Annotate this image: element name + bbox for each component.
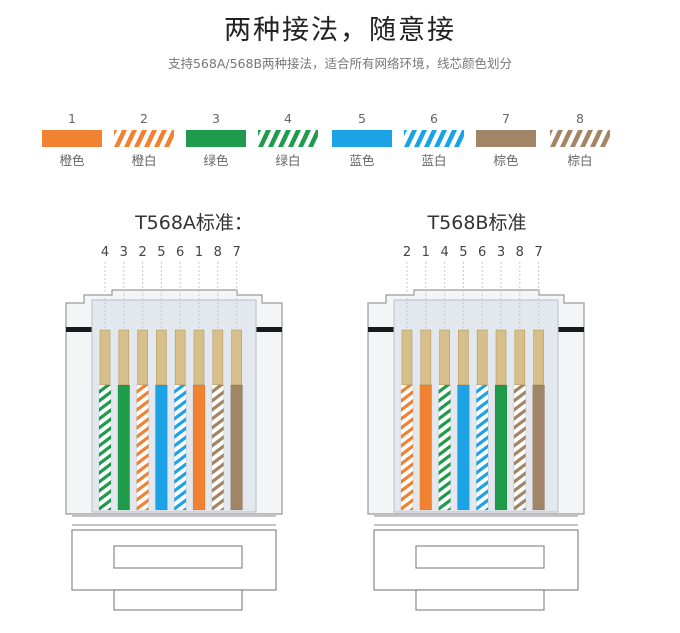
pin-number: 2	[138, 245, 146, 260]
wire-3	[495, 385, 507, 510]
wire-5	[155, 385, 168, 510]
legend-name: 绿白	[275, 153, 301, 168]
pin-number: 4	[440, 245, 448, 260]
pin-number: 3	[120, 245, 128, 260]
plug-tail	[113, 589, 243, 611]
pin-number: 1	[422, 245, 430, 260]
wire-6	[476, 385, 489, 510]
pin-contact	[137, 329, 148, 386]
legend-name: 绿色	[203, 153, 229, 168]
legend-item-5: 5 蓝色	[322, 110, 402, 169]
legend-name: 橙白	[131, 153, 157, 168]
legend-name: 棕白	[567, 153, 593, 168]
wire-8	[211, 385, 224, 510]
pin-number: 4	[101, 245, 109, 260]
legend-swatch	[550, 130, 610, 147]
legend-item-7: 7 棕色	[466, 110, 546, 169]
legend-item-4: 4 绿白	[248, 110, 328, 169]
pin-number: 3	[497, 245, 505, 260]
pin-contact	[99, 329, 111, 386]
legend-name: 蓝色	[349, 153, 375, 168]
legend-swatch	[476, 130, 536, 147]
legend-swatch	[332, 130, 392, 147]
pin-number: 7	[534, 245, 542, 260]
wire-color-legend: 1 橙色 2 橙白 3 绿色 4 绿白 5 蓝色 6 蓝白 7 棕色 8 棕白	[0, 110, 680, 180]
legend-item-6: 6 蓝白	[394, 110, 474, 169]
plug-latch-slot	[113, 545, 243, 569]
legend-number: 1	[68, 111, 76, 126]
wire-3	[117, 385, 130, 510]
legend-name: 橙色	[59, 153, 85, 168]
pin-number: 2	[403, 245, 411, 260]
pin-contact	[212, 329, 224, 386]
wire-2	[401, 385, 413, 510]
wire-6	[174, 385, 187, 510]
pin-contact	[174, 329, 186, 386]
wire-1	[419, 385, 432, 510]
pin-contact	[514, 329, 526, 386]
t568a-title: T568A标准：	[135, 212, 253, 234]
pin-contact	[118, 329, 130, 386]
legend-number: 4	[284, 111, 292, 126]
pin-number: 8	[214, 245, 222, 260]
pin-number: 5	[459, 245, 467, 260]
legend-number: 6	[430, 111, 438, 126]
wire-7	[230, 385, 243, 510]
legend-number: 8	[576, 111, 584, 126]
legend-name: 蓝白	[421, 153, 447, 168]
pin-contact	[476, 329, 488, 386]
legend-number: 7	[502, 111, 510, 126]
wire-8	[513, 385, 526, 510]
wire-7	[532, 385, 545, 510]
legend-swatch	[258, 130, 318, 147]
plug-tail	[415, 589, 545, 611]
wire-5	[457, 385, 470, 510]
legend-number: 3	[212, 111, 220, 126]
legend-swatch	[42, 130, 102, 147]
pin-number: 1	[195, 245, 203, 260]
pin-contact	[231, 329, 242, 386]
plug-latch-slot	[415, 545, 545, 569]
wire-4	[438, 385, 451, 510]
pin-contact	[156, 329, 167, 386]
pin-contact	[458, 329, 469, 386]
wire-1	[193, 385, 205, 510]
pin-number: 6	[478, 245, 486, 260]
legend-swatch	[186, 130, 246, 147]
pin-contact	[401, 329, 413, 386]
legend-item-2: 2 橙白	[104, 110, 184, 169]
legend-item-3: 3 绿色	[176, 110, 256, 169]
pin-number: 7	[232, 245, 240, 260]
pin-contact	[533, 329, 544, 386]
legend-item-1: 1 橙色	[32, 110, 112, 169]
page-subtitle: 支持568A/568B两种接法，适合所有网络环境，线芯颜色划分	[167, 56, 513, 71]
legend-name: 棕色	[493, 153, 519, 168]
pin-contact	[420, 329, 432, 386]
pin-contact	[439, 329, 450, 386]
wire-4	[99, 385, 111, 510]
pin-contact	[193, 329, 205, 386]
legend-item-8: 8 棕白	[540, 110, 620, 169]
legend-swatch	[114, 130, 174, 147]
pin-number: 6	[176, 245, 184, 260]
pin-contact	[495, 329, 507, 386]
legend-number: 5	[358, 111, 366, 126]
wire-2	[136, 385, 149, 510]
legend-number: 2	[140, 111, 148, 126]
page-title: 两种接法，随意接	[224, 15, 456, 46]
pin-number: 5	[157, 245, 165, 260]
pin-number: 8	[516, 245, 524, 260]
legend-swatch	[404, 130, 464, 147]
t568b-title: T568B标准	[427, 212, 527, 234]
